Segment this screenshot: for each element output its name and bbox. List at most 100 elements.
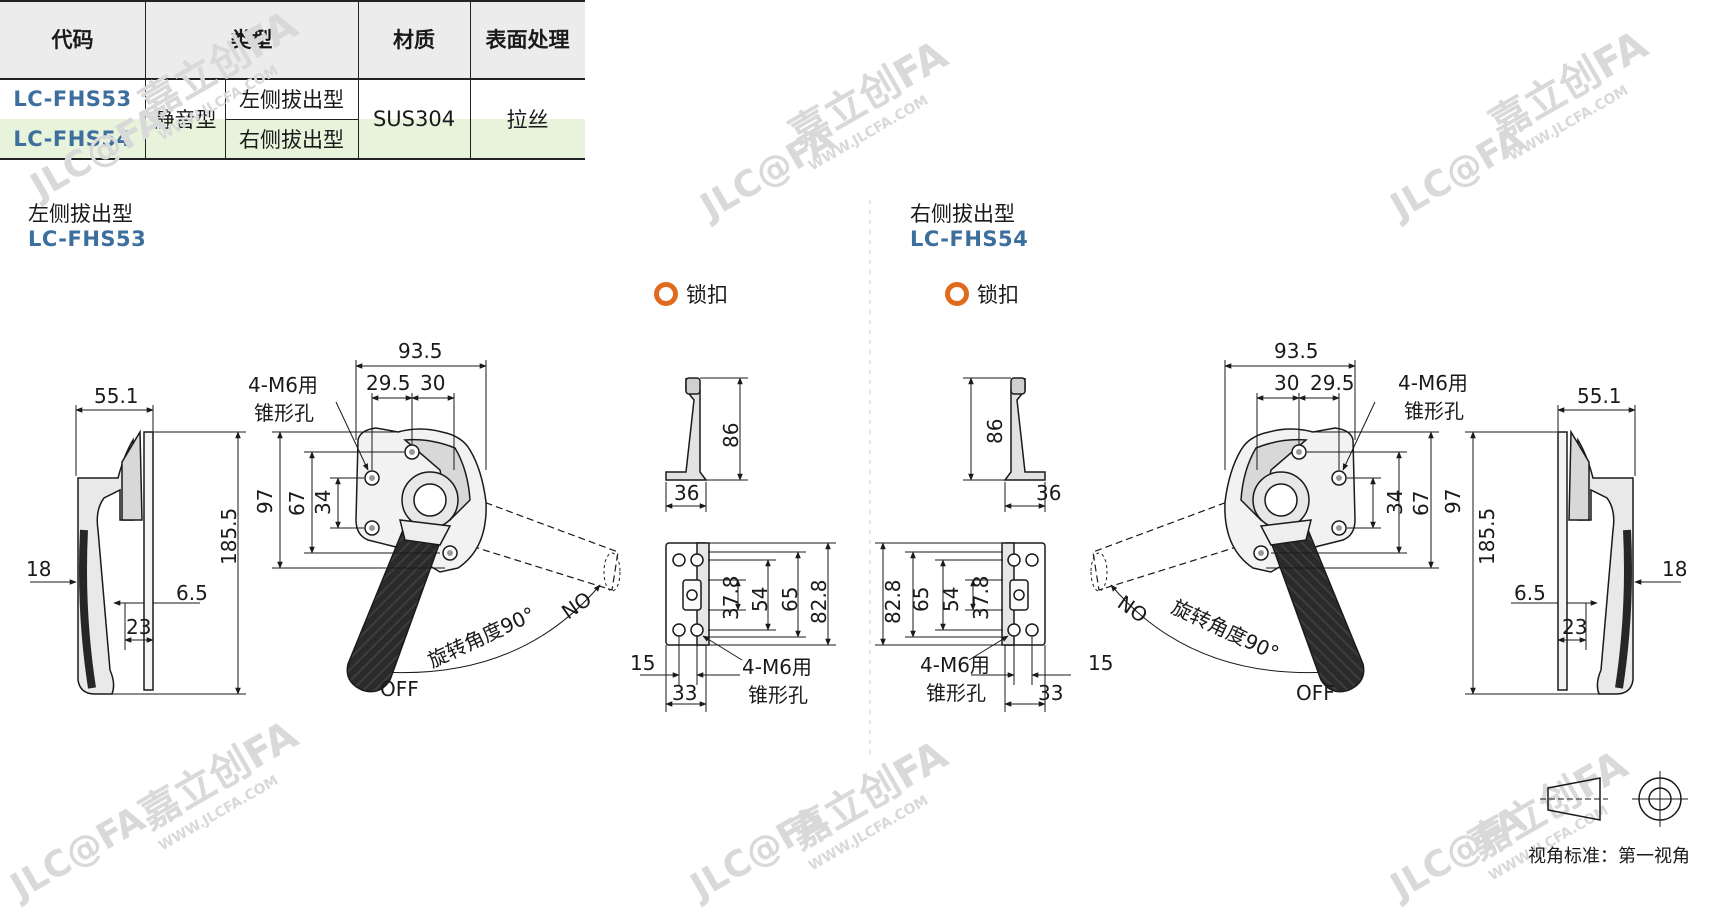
- r-dim-29-5: 29.5: [1310, 371, 1355, 395]
- r-rotation-label: 旋转角度90°: [1168, 595, 1283, 666]
- dim-185-5: 185.5: [217, 508, 241, 565]
- spec-table: 代码 类型 材质 表面处理 LC-FHS53 LC-FHS54 静音型 左侧拔出…: [0, 0, 585, 160]
- right-catch: [1001, 377, 1046, 646]
- dim-54: 54: [748, 587, 772, 612]
- watermark-group: 嘉立创FA WWW.JLCFA.COM 嘉立创FA WWW.JLCFA.COM …: [1, 2, 1655, 910]
- r-dim-23: 23: [1562, 615, 1587, 639]
- table-line-variant: [225, 119, 358, 120]
- left-view-title: 左侧拔出型: [28, 202, 133, 226]
- off-label: OFF: [380, 677, 419, 701]
- dim-23: 23: [126, 615, 151, 639]
- ring-icon: [654, 282, 678, 306]
- right-side-profile: [1557, 429, 1634, 695]
- watermark-brand-4: JLC@FA: [1, 799, 152, 910]
- type-group: 静音型: [145, 79, 225, 159]
- r-catch-hole-note-2: 锥形孔: [926, 681, 986, 705]
- projection-label: 视角标准：第一视角: [1528, 846, 1690, 867]
- left-side-dims: [30, 405, 246, 695]
- left-catch: [665, 377, 710, 646]
- row-code-1: LC-FHS53: [13, 87, 132, 111]
- r-dim-185-5: 185.5: [1475, 508, 1499, 565]
- header-type: 类型: [145, 0, 358, 78]
- right-catch-text: 锁扣: [977, 283, 1019, 307]
- r-dim-15: 15: [1088, 651, 1113, 675]
- ring-icon: [945, 282, 969, 306]
- left-front-view: [346, 427, 621, 693]
- r-catch-hole-note-1: 4-M6用: [920, 653, 990, 677]
- r-hole-note-2: 锥形孔: [1404, 399, 1464, 423]
- dim-36: 36: [674, 481, 699, 505]
- header-material: 材质: [358, 0, 470, 78]
- left-view-code: LC-FHS53: [28, 227, 147, 251]
- finish-cell: 拉丝: [470, 79, 585, 159]
- r-dim-67: 67: [1409, 491, 1433, 516]
- dim-18: 18: [26, 557, 51, 581]
- dim-33: 33: [672, 681, 697, 705]
- watermark-brand-3: JLC@FA: [21, 99, 172, 210]
- catch-hole-note-1: 4-M6用: [742, 655, 812, 679]
- table-vline-3: [358, 0, 359, 160]
- dim-82-8: 82.8: [807, 579, 831, 624]
- hole-note-1: 4-M6用: [248, 373, 318, 397]
- r-dim-37-8: 37.8: [969, 575, 993, 620]
- r-dim-18: 18: [1662, 557, 1687, 581]
- right-side-dims: [1465, 405, 1681, 695]
- right-catch-dims: [875, 377, 1071, 712]
- left-catch-dims: [640, 377, 836, 712]
- projection-symbol: [1540, 771, 1688, 827]
- dim-86: 86: [719, 423, 743, 448]
- header-finish: 表面处理: [470, 0, 585, 78]
- watermark-4: 嘉立创FA WWW.JLCFA.COM: [132, 712, 305, 854]
- dim-93-5: 93.5: [398, 339, 443, 363]
- header-code: 代码: [0, 0, 145, 78]
- table-vline-1: [145, 0, 146, 160]
- r-dim-54: 54: [939, 587, 963, 612]
- left-catch-text: 锁扣: [686, 283, 728, 307]
- r-dim-97: 97: [1441, 489, 1465, 514]
- right-view-code: LC-FHS54: [910, 227, 1029, 251]
- right-front-dims: [1224, 360, 1439, 569]
- r-no-label: NO: [1113, 590, 1152, 627]
- watermark-brand-2: JLC@FA: [1381, 119, 1532, 230]
- watermark-brand-1: JLC@FA: [691, 119, 842, 230]
- dim-30: 30: [420, 371, 445, 395]
- dim-67: 67: [285, 491, 309, 516]
- r-dim-82-8: 82.8: [881, 579, 905, 624]
- dim-15: 15: [630, 651, 655, 675]
- right-front-view: [1090, 427, 1365, 693]
- table-border-top: [0, 0, 585, 2]
- left-side-profile: [77, 429, 154, 695]
- right-catch-label: 锁扣: [945, 279, 1019, 309]
- r-off-label: OFF: [1296, 681, 1335, 705]
- finish-value: 拉丝: [506, 108, 549, 132]
- r-dim-65: 65: [909, 587, 933, 612]
- dim-65: 65: [778, 587, 802, 612]
- r-dim-36: 36: [1036, 481, 1061, 505]
- left-front-dims: [272, 360, 487, 569]
- table-border-header: [0, 78, 585, 80]
- no-label: NO: [557, 587, 596, 624]
- table-border-bottom: [0, 158, 585, 160]
- r-dim-30: 30: [1274, 371, 1299, 395]
- right-view-title: 右侧拔出型: [910, 202, 1015, 226]
- row-variant-2: 右侧拔出型: [239, 128, 344, 152]
- hole-note-2: 锥形孔: [254, 401, 314, 425]
- dim-6-5: 6.5: [176, 581, 208, 605]
- dim-34: 34: [311, 490, 335, 515]
- material-cell: SUS304: [358, 79, 470, 159]
- dim-29-5: 29.5: [366, 371, 411, 395]
- dim-97: 97: [253, 489, 277, 514]
- r-dim-33: 33: [1038, 681, 1063, 705]
- left-catch-label: 锁扣: [654, 279, 728, 309]
- r-dim-6-5: 6.5: [1514, 581, 1546, 605]
- dim-37-8: 37.8: [719, 575, 743, 620]
- r-dim-34: 34: [1383, 490, 1407, 515]
- material-value: SUS304: [372, 107, 456, 131]
- table-vline-4: [470, 0, 471, 160]
- r-hole-note-1: 4-M6用: [1398, 371, 1468, 395]
- right-mirror-geometry: [875, 360, 1681, 712]
- dim-55-1: 55.1: [94, 384, 139, 408]
- table-vline-2: [225, 79, 226, 159]
- row-code-2: LC-FHS54: [0, 119, 145, 159]
